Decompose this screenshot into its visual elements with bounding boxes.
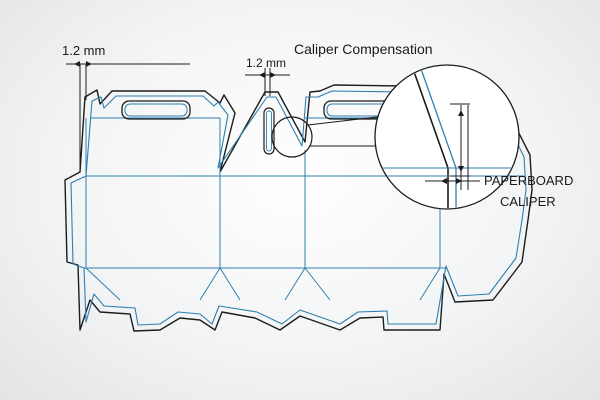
caliper-compensation-title: Caliper Compensation xyxy=(294,41,433,57)
center-slot xyxy=(263,107,275,155)
bottom-tuck-lines xyxy=(85,267,441,301)
center-dimension-label: 1.2 mm xyxy=(246,56,286,70)
magnify-source-circle xyxy=(271,116,313,158)
center-dimension xyxy=(245,68,290,96)
magnified-detail xyxy=(374,64,520,210)
left-dimension xyxy=(66,61,190,168)
handle-cutout-left xyxy=(121,100,191,120)
magnify-connector-top xyxy=(307,115,386,126)
callout-label-line1: PAPERBOARD xyxy=(484,173,573,188)
left-dimension-label: 1.2 mm xyxy=(62,43,105,58)
center-slot-inner xyxy=(266,110,272,152)
callout-label-line2: CALIPER xyxy=(500,194,556,209)
handle-cutout-left-inner xyxy=(124,103,188,117)
